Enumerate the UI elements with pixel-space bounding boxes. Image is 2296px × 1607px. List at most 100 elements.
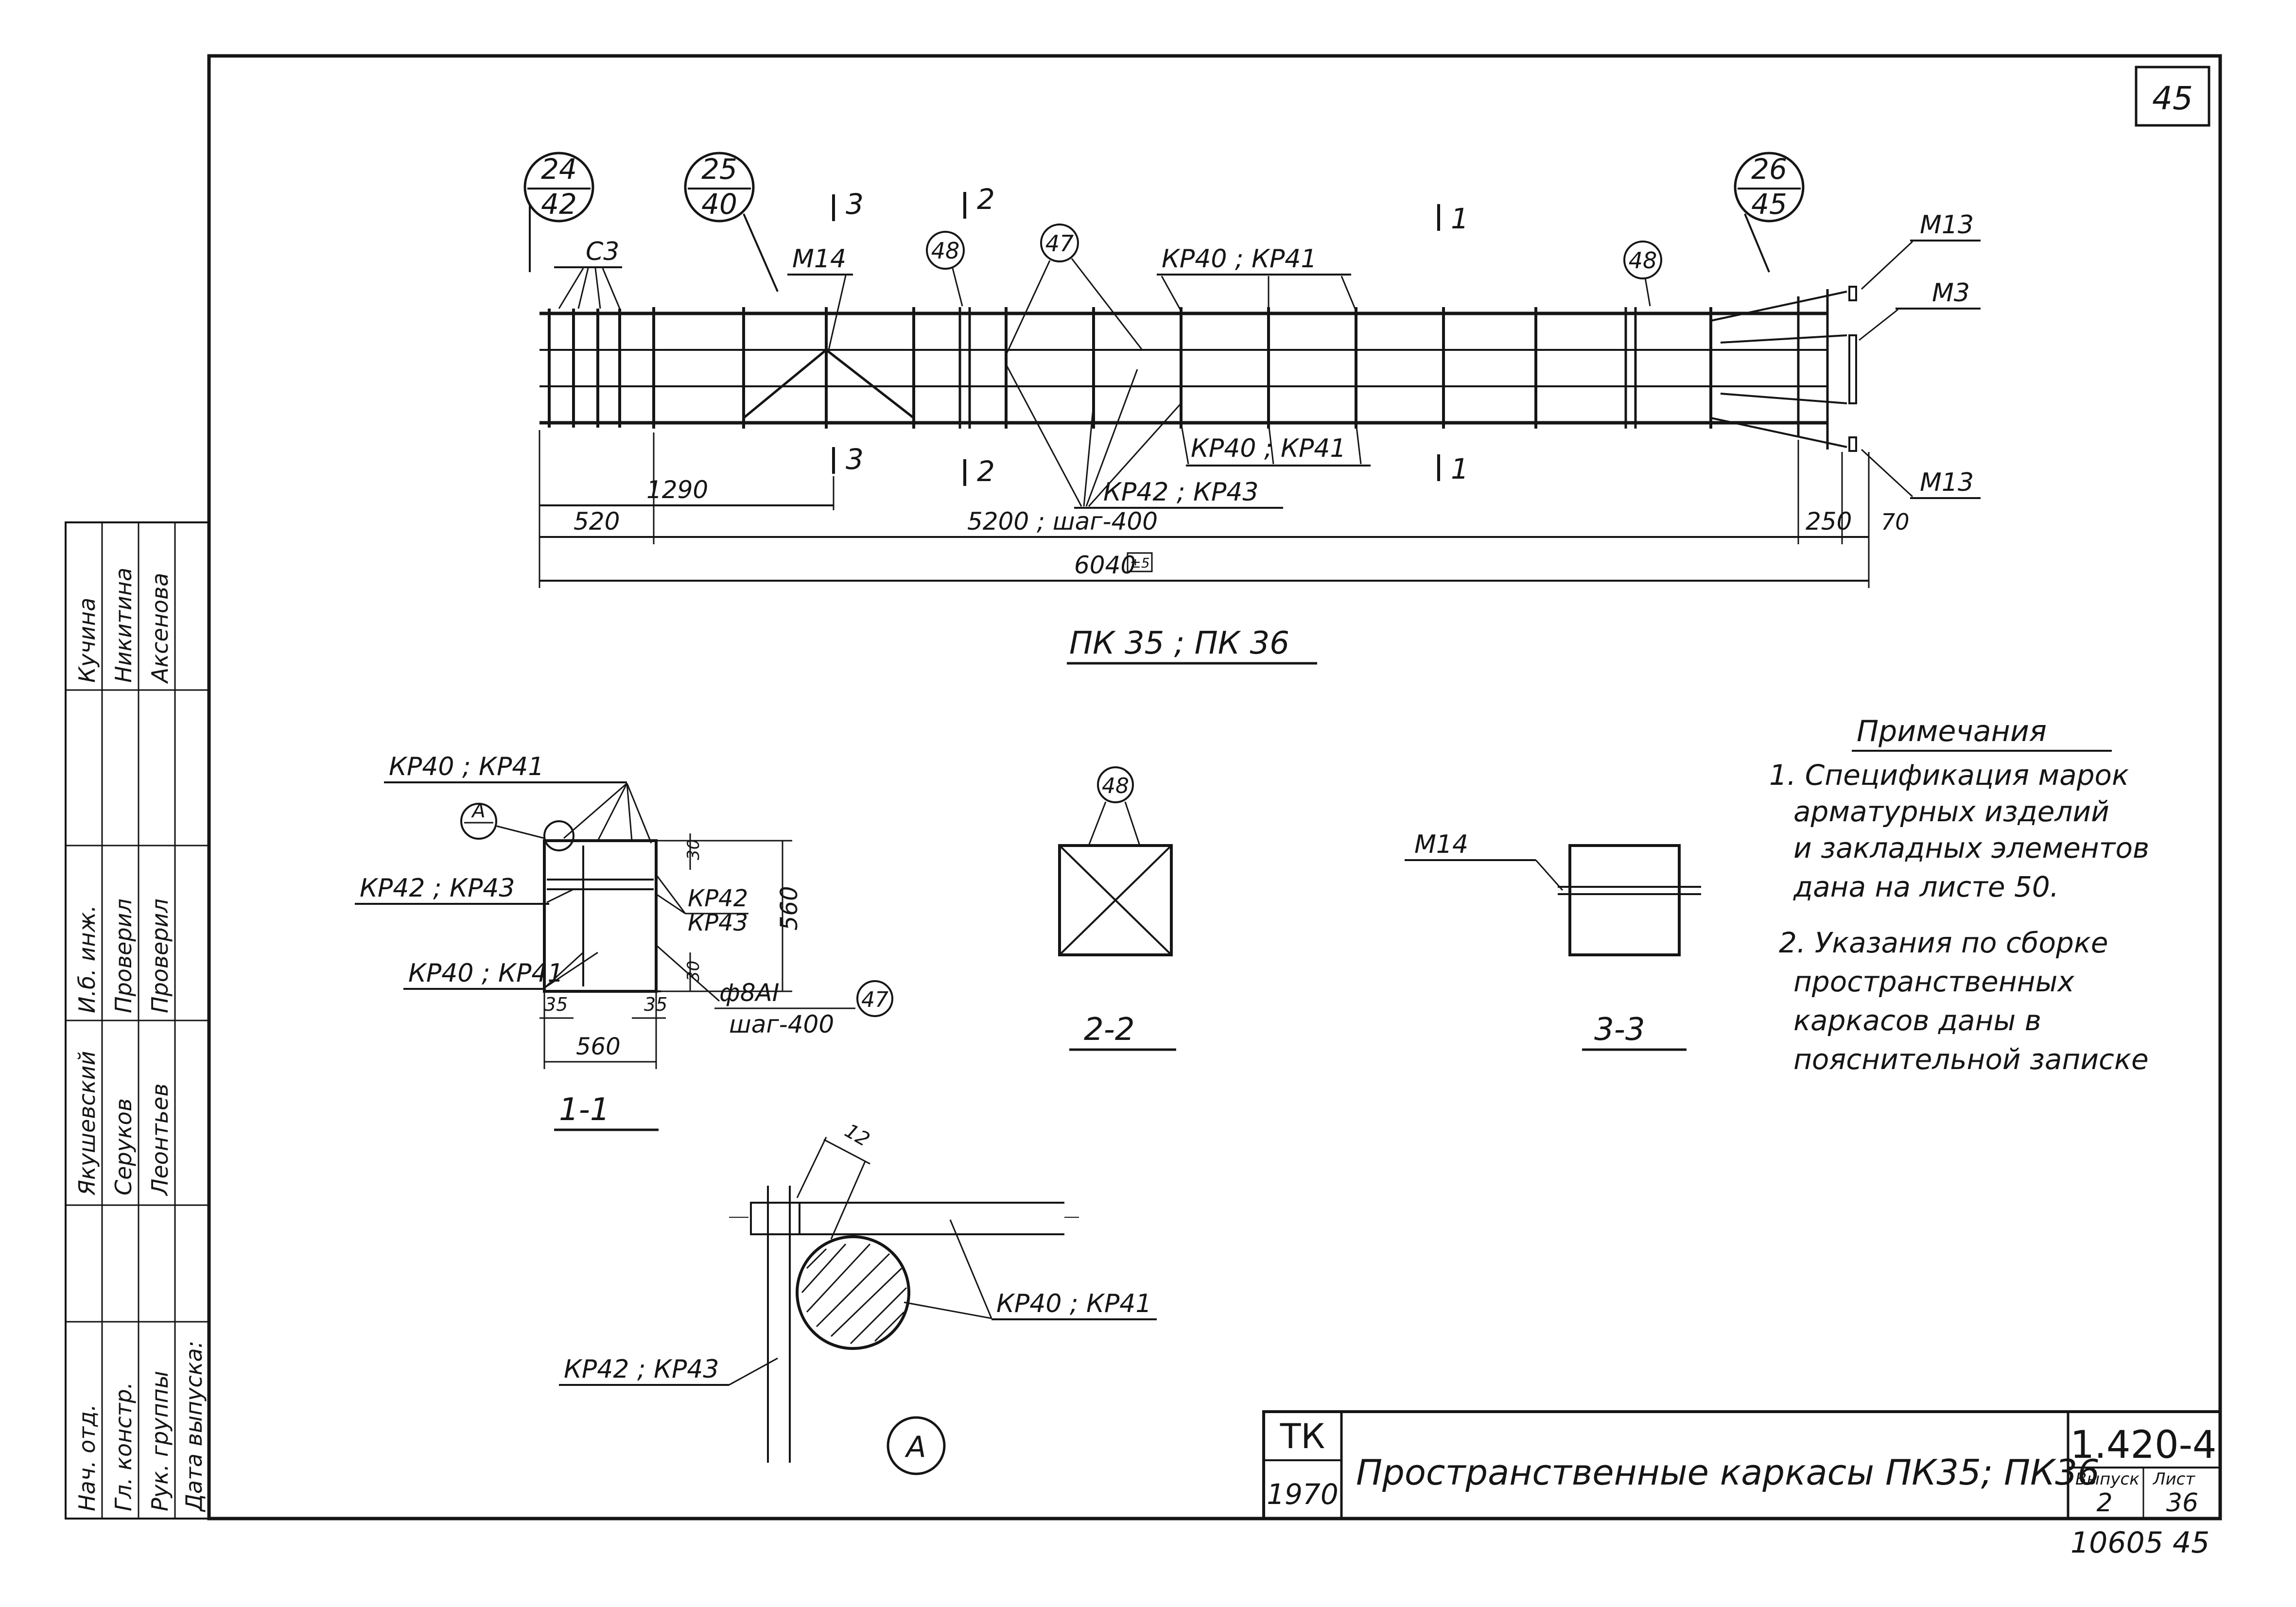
svg-text:шаг-400: шаг-400 [729,1010,834,1038]
svg-text:Проверил: Проверил [110,899,137,1013]
main-view-title: ПК 35 ; ПК 36 [1069,625,1289,661]
note-line: дана на листе 50. [1793,870,2059,903]
note-line: 2. Указания по сборке [1779,926,2108,959]
title-block-sheet: 36 [2166,1488,2198,1518]
section-3-3: М14 3-3 [1405,830,1701,1051]
detail-a-marker [887,1416,946,1475]
svg-text:560: 560 [576,1033,621,1060]
embedded-part-m14 [743,348,915,419]
callout-24-42: 24 42 [523,152,594,272]
svg-text:М14: М14 [792,244,846,274]
svg-text:КР42: КР42 [688,885,748,912]
svg-text:48: 48 [1629,247,1657,274]
svg-text:6040: 6040 [1074,551,1136,579]
title-block-issue: 2 [2096,1488,2112,1518]
notes-block: Примечания 1. Спецификация марок арматур… [1769,714,2149,1076]
svg-text:Гл. констр.: Гл. констр. [110,1382,137,1511]
svg-text:Рук. группы: Рук. группы [147,1371,173,1511]
svg-text:КР40 ; КР41: КР40 ; КР41 [1191,434,1346,463]
svg-text:И.б. инж.: И.б. инж. [74,905,100,1013]
svg-text:КР42 ; КР43: КР42 ; КР43 [564,1355,719,1384]
doc-number: 10605 [2070,1526,2163,1560]
svg-text:Леонтьев: Леонтьев [147,1084,173,1196]
svg-text:Серуков: Серуков [110,1098,137,1195]
label-kr40-top: КР40 ; КР41 [1157,244,1357,311]
svg-text:42: 42 [541,188,577,221]
note-line: пояснительной записке [1793,1043,2149,1076]
svg-text:520: 520 [574,507,620,536]
marker-47-main: 47 [1005,224,1143,355]
section-2-2: 48 2-2 [1058,766,1176,1051]
note-line: 1. Спецификация марок [1769,759,2129,792]
svg-text:Проверил: Проверил [147,899,173,1013]
svg-text:1: 1 [1451,452,1469,485]
svg-text:Никитина: Никитина [110,568,137,683]
note-line: пространственных [1793,965,2074,998]
svg-text:1290: 1290 [646,476,708,504]
title-block-year: 1970 [1267,1478,1339,1511]
svg-text:40: 40 [701,188,737,221]
svg-text:±5: ±5 [1130,555,1149,571]
title-block: ТК 1970 Пространственные каркасы ПК35; П… [1262,1410,2222,1560]
svg-text:КР40 ; КР41: КР40 ; КР41 [408,959,563,988]
svg-text:А: А [470,800,485,822]
section-1-1: А КР40 ; КР41 КР42 ; КР43 КР40 ; КР41 КР… [355,752,893,1131]
svg-text:КР40 ; КР41: КР40 ; КР41 [996,1289,1151,1318]
marker-a-section: А [460,800,545,840]
svg-text:2: 2 [977,183,995,216]
svg-text:5200 ; шаг-400: 5200 ; шаг-400 [967,507,1158,536]
detail-a: 12 КР40 ; КР41 КР42 ; КР43 А [559,1120,1157,1475]
dimensions-main: 1290 520 5200 ; шаг-400 250 70 6040 ±5 [539,430,1910,588]
svg-text:ф8АI: ф8АI [719,979,780,1007]
notes-heading: Примечания [1857,714,2047,748]
svg-text:48: 48 [931,238,960,264]
svg-text:КР42 ; КР43: КР42 ; КР43 [1103,478,1258,507]
cut-marks: 3 3 2 2 1 1 [832,183,1469,488]
svg-text:26: 26 [1751,153,1787,186]
note-line: и закладных элементов [1793,831,2149,864]
callout-26-45: 26 45 [1734,152,1805,273]
svg-text:47: 47 [861,987,888,1012]
svg-text:24: 24 [541,153,577,186]
section-2-2-title: 2-2 [1084,1012,1135,1048]
hatch [801,1243,907,1345]
main-elevation-view: 24 42 25 40 26 45 48 48 [523,152,1981,665]
marker-47-section: 47 [856,980,893,1017]
svg-text:КР42 ; КР43: КР42 ; КР43 [360,874,515,903]
stirrups-c3 [548,309,621,428]
title-block-series: 1.420-4 [2070,1423,2216,1467]
note-line: каркасов даны в [1793,1004,2041,1037]
marker-48-section: 48 [1088,766,1141,846]
svg-text:35: 35 [544,994,568,1015]
sheet-number: 45 [2152,80,2193,117]
svg-text:35: 35 [644,994,667,1015]
svg-text:М3: М3 [1932,278,1970,308]
svg-text:25: 25 [701,153,737,186]
page-number: 45 [2173,1526,2209,1560]
signature-strip: Нач. отд. Гл. констр. Рук. группы Дата в… [65,521,210,1520]
svg-text:М13: М13 [1920,468,1974,497]
anchor-plates [1710,286,1857,452]
label-m13-top: М13 [1861,210,1981,290]
svg-text:М14: М14 [1414,830,1468,859]
svg-text:30: 30 [684,839,703,860]
svg-text:70: 70 [1881,509,1910,535]
label-kr42-main: КР42 ; КР43 [1005,364,1283,509]
svg-text:КР40 ; КР41: КР40 ; КР41 [389,752,544,781]
marker-48-right: 48 [1623,241,1662,307]
svg-text:Лист: Лист [2152,1469,2195,1489]
note-line: арматурных изделий [1793,795,2109,828]
label-m14: М14 [787,244,853,350]
svg-text:12: 12 [841,1120,873,1151]
svg-text:3: 3 [846,188,864,221]
svg-text:Выпуск: Выпуск [2075,1469,2139,1489]
section-1-1-title: 1-1 [559,1092,610,1128]
svg-text:Нач. отд.: Нач. отд. [74,1404,100,1511]
label-m3: М3 [1859,278,1981,341]
section-3-3-title: 3-3 [1594,1012,1645,1048]
title-block-org: ТК [1280,1417,1325,1456]
callout-25-40: 25 40 [684,152,779,292]
svg-text:250: 250 [1806,507,1852,536]
marker-48-left: 48 [926,231,965,307]
